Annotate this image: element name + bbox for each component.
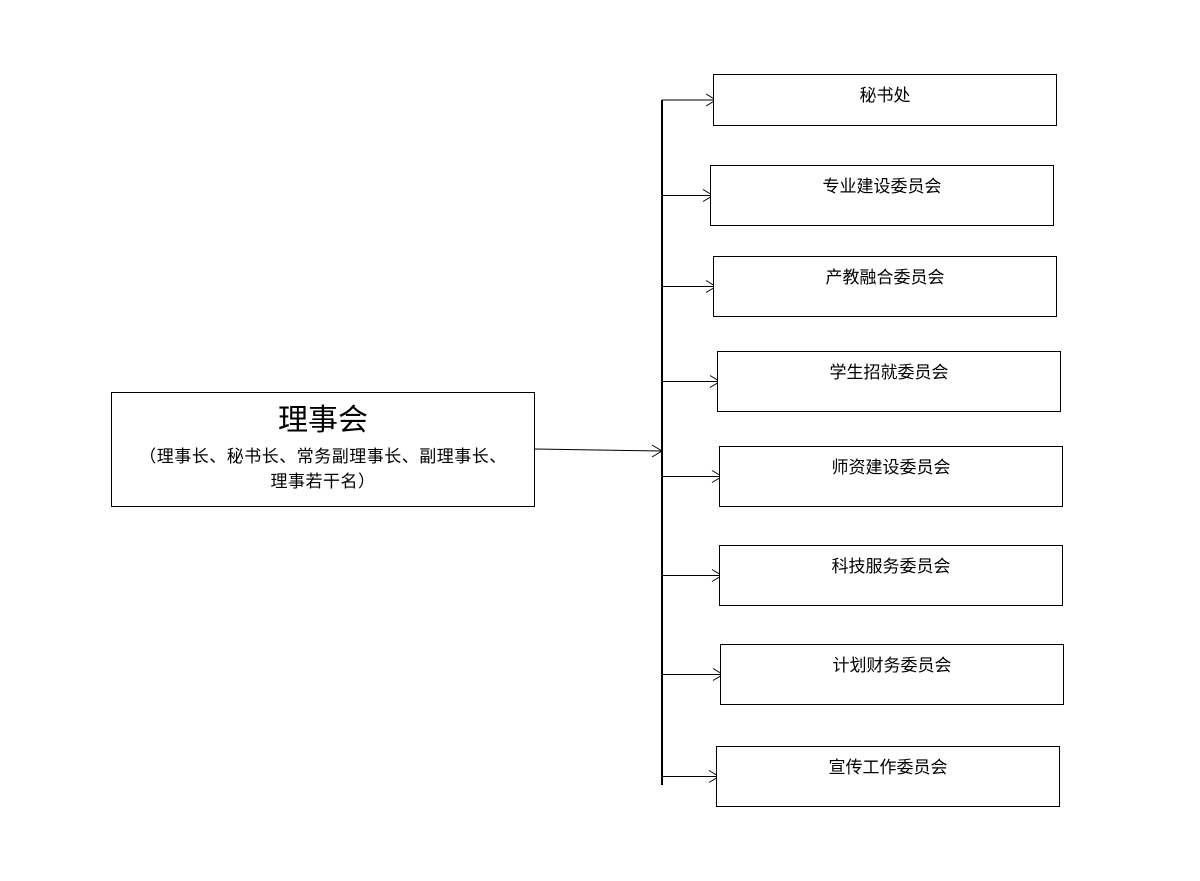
child-node-label: 师资建设委员会	[831, 458, 951, 478]
child-node-industry-education: 产教融合委员会	[713, 256, 1057, 317]
root-node-council: 理事会 （理事长、秘书长、常务副理事长、副理事长、 理事若干名）	[111, 392, 535, 507]
child-node-publicity: 宣传工作委员会	[716, 746, 1060, 807]
root-node-subtitle: （理事长、秘书长、常务副理事长、副理事长、 理事若干名）	[120, 445, 526, 495]
root-node-subtitle-line-2: 理事若干名）	[270, 472, 376, 492]
root-connector-arrowhead	[651, 444, 663, 458]
child-node-label: 学生招就委员会	[829, 363, 949, 383]
child-node-student-employment: 学生招就委员会	[717, 351, 1061, 412]
child-node-label: 科技服务委员会	[831, 557, 951, 577]
child-node-label: 专业建设委员会	[822, 177, 942, 197]
child-node-label: 宣传工作委员会	[828, 758, 948, 778]
child-node-tech-service: 科技服务委员会	[719, 545, 1063, 606]
child-node-specialty-construction: 专业建设委员会	[710, 165, 1054, 226]
child-node-label: 计划财务委员会	[832, 656, 952, 676]
child-node-label: 产教融合委员会	[825, 268, 945, 288]
root-node-subtitle-line-1: （理事长、秘书长、常务副理事长、副理事长、	[139, 447, 507, 467]
child-node-planning-finance: 计划财务委员会	[720, 644, 1064, 705]
child-node-secretariat: 秘书处	[713, 74, 1057, 126]
root-connector-line	[534, 448, 663, 452]
child-node-label: 秘书处	[859, 86, 911, 106]
root-node-title: 理事会	[278, 403, 368, 438]
child-node-faculty-construction: 师资建设委员会	[719, 446, 1063, 507]
